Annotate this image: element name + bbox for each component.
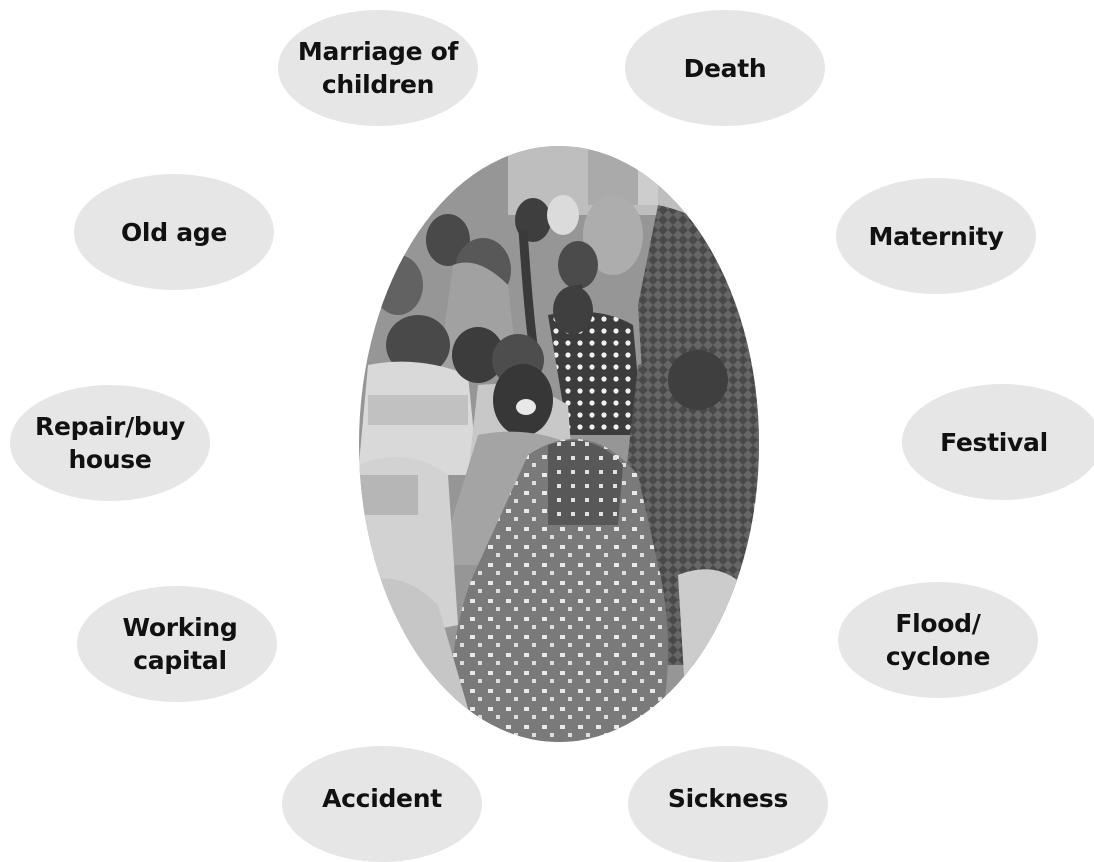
need-bubble-working-capital: Working capital — [77, 586, 277, 702]
need-bubble-flood-cyclone: Flood/ cyclone — [838, 582, 1038, 698]
need-label-maternity: Maternity — [869, 220, 1004, 253]
center-photo-image — [358, 145, 760, 743]
need-label-flood-cyclone: Flood/ cyclone — [886, 607, 990, 673]
need-bubble-repair-buy-house: Repair/buy house — [10, 385, 210, 501]
need-bubble-maternity: Maternity — [836, 178, 1036, 294]
need-bubble-accident: Accident — [282, 746, 482, 862]
need-label-sickness: Sickness — [668, 782, 788, 815]
need-label-accident: Accident — [322, 782, 442, 815]
need-label-repair-buy-house: Repair/buy house — [35, 410, 185, 476]
need-bubble-marriage-of-children: Marriage of children — [278, 10, 478, 126]
need-bubble-sickness: Sickness — [628, 746, 828, 862]
need-bubble-death: Death — [625, 10, 825, 126]
need-bubble-festival: Festival — [902, 384, 1094, 500]
need-bubble-old-age: Old age — [74, 174, 274, 290]
need-label-marriage-of-children: Marriage of children — [298, 35, 458, 101]
need-label-working-capital: Working capital — [123, 611, 238, 677]
need-label-old-age: Old age — [121, 216, 227, 249]
need-label-death: Death — [684, 52, 767, 85]
need-label-festival: Festival — [940, 426, 1048, 459]
